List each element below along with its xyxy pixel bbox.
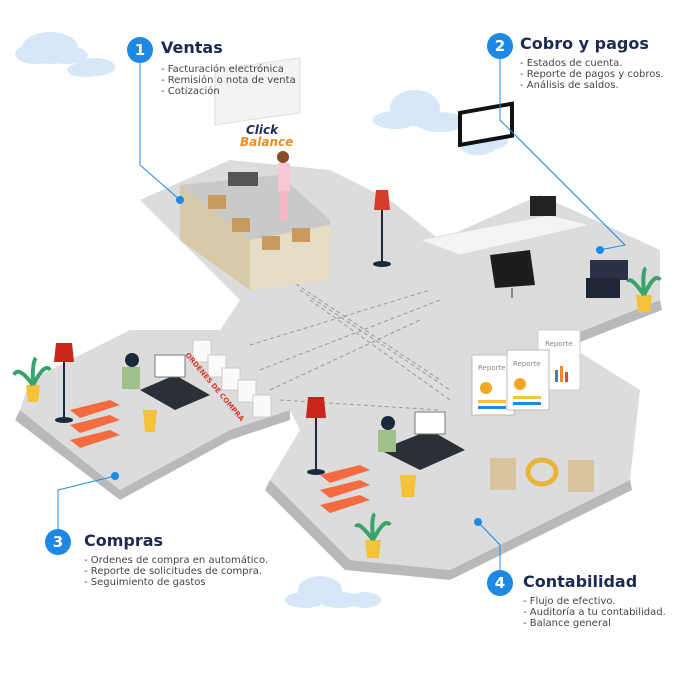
plant-icon	[12, 356, 52, 402]
list-item: - Flujo de efectivo.	[523, 596, 616, 607]
payments-desk	[418, 101, 628, 298]
report-label: Reporte	[513, 360, 541, 368]
section-title: Ventas	[161, 38, 223, 57]
list-item: - Estados de cuenta.	[520, 58, 623, 69]
section-items: - Facturación electrónica - Remisión o n…	[161, 64, 296, 97]
section-items: - Ordenes de compra en automático. - Rep…	[84, 555, 268, 588]
floor-lamp-icon	[306, 397, 326, 475]
section-number-badge: 2	[487, 33, 513, 59]
list-item: - Seguimiento de gastos	[84, 577, 206, 588]
brand-logo-text: Balance	[240, 135, 293, 149]
list-item: - Auditoría a tu contabilidad.	[523, 607, 666, 618]
list-item: - Reporte de pagos y cobros.	[520, 69, 664, 80]
section-items: - Flujo de efectivo. - Auditoría a tu co…	[523, 596, 666, 629]
list-item: - Análisis de saldos.	[520, 80, 619, 91]
list-item: - Reporte de solicitudes de compra.	[84, 566, 263, 577]
connector-lines	[57, 58, 627, 570]
list-item: - Ordenes de compra en automático.	[84, 555, 269, 566]
cloud-icon	[285, 576, 381, 608]
sales-counter	[180, 57, 330, 290]
purchase-order-cards	[192, 339, 272, 418]
plant-icon	[354, 512, 392, 558]
section-title: Compras	[84, 531, 164, 550]
accounting-desk	[320, 411, 594, 513]
section-title: Contabilidad	[523, 572, 638, 591]
brand-logo-text: Click	[246, 123, 279, 137]
report-documents	[471, 329, 581, 416]
section-number-badge: 4	[487, 570, 513, 596]
report-label: Reporte	[545, 340, 573, 348]
floor-lamp-icon	[54, 343, 74, 423]
section-number-badge: 1	[127, 37, 153, 63]
plant-icon	[626, 266, 662, 312]
flow-lines	[249, 279, 451, 411]
section-items: - Estados de cuenta. - Reporte de pagos …	[520, 58, 664, 91]
report-label: Reporte	[478, 364, 506, 372]
list-item: - Balance general	[523, 618, 611, 629]
section-title: Cobro y pagos	[520, 34, 649, 53]
list-item: - Facturación electrónica	[161, 64, 284, 75]
list-item: - Remisión o nota de venta	[161, 75, 296, 86]
list-item: - Cotización	[161, 86, 220, 97]
section-number-badge: 3	[45, 529, 71, 555]
purchases-desk	[70, 353, 210, 448]
floor-lamp-icon	[373, 190, 391, 267]
cloud-icon	[15, 32, 115, 77]
